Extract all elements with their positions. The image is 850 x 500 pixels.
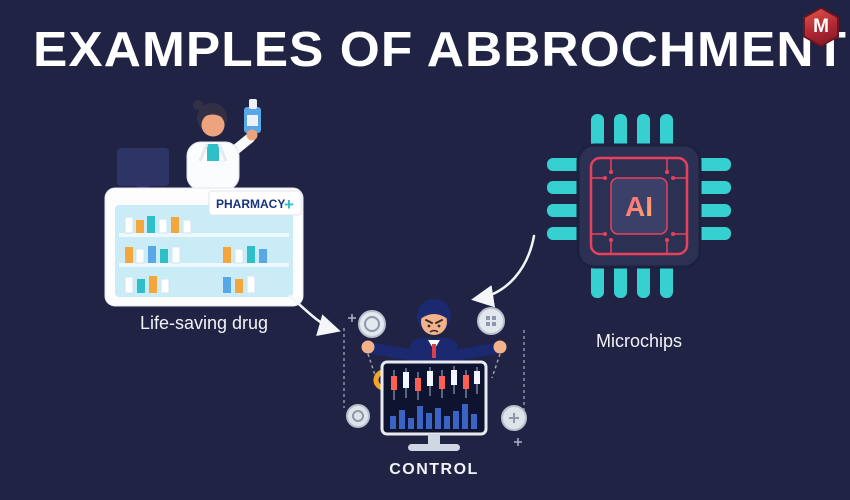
sparkle-icons bbox=[348, 314, 522, 446]
bar-chart-icon bbox=[390, 404, 477, 429]
register-monitor-icon bbox=[117, 148, 169, 186]
trader-face-icon bbox=[421, 309, 447, 335]
control-label: CONTROL bbox=[389, 461, 479, 478]
microchip-illustration: AI bbox=[545, 112, 733, 300]
chip-core-icon bbox=[610, 177, 668, 235]
chip-pins-icon bbox=[547, 114, 731, 298]
brand-logo-letter: M bbox=[813, 16, 829, 37]
ai-chip-icon: AI bbox=[547, 114, 731, 298]
microchip-label: Microchips bbox=[595, 331, 683, 351]
control-illustration bbox=[328, 288, 540, 464]
trading-monitor-icon bbox=[380, 360, 488, 436]
pharmacist-face-icon bbox=[201, 113, 225, 137]
pharmacy-sign-plus-icon: + bbox=[284, 195, 294, 214]
chip-ai-text: AI bbox=[625, 191, 653, 222]
pharmacy-illustration: PHARMACY + bbox=[103, 93, 305, 315]
crypto-coin-icons bbox=[346, 307, 527, 431]
pharmacy-sign-text: PHARMACY bbox=[216, 197, 285, 211]
brand-logo-hexagon-icon: M bbox=[805, 9, 837, 45]
pharmacy-label: Life-saving drug bbox=[139, 313, 269, 333]
candlestick-chart-icon bbox=[391, 366, 480, 400]
brand-logo: M bbox=[803, 7, 839, 47]
page-title: EXAMPLES OF ABBROCHMENT bbox=[33, 23, 848, 77]
puppeteer-trader-icon bbox=[343, 299, 527, 451]
pharmacy-sign bbox=[208, 190, 302, 216]
pharmacy-scene-icon: PHARMACY + bbox=[104, 99, 304, 307]
